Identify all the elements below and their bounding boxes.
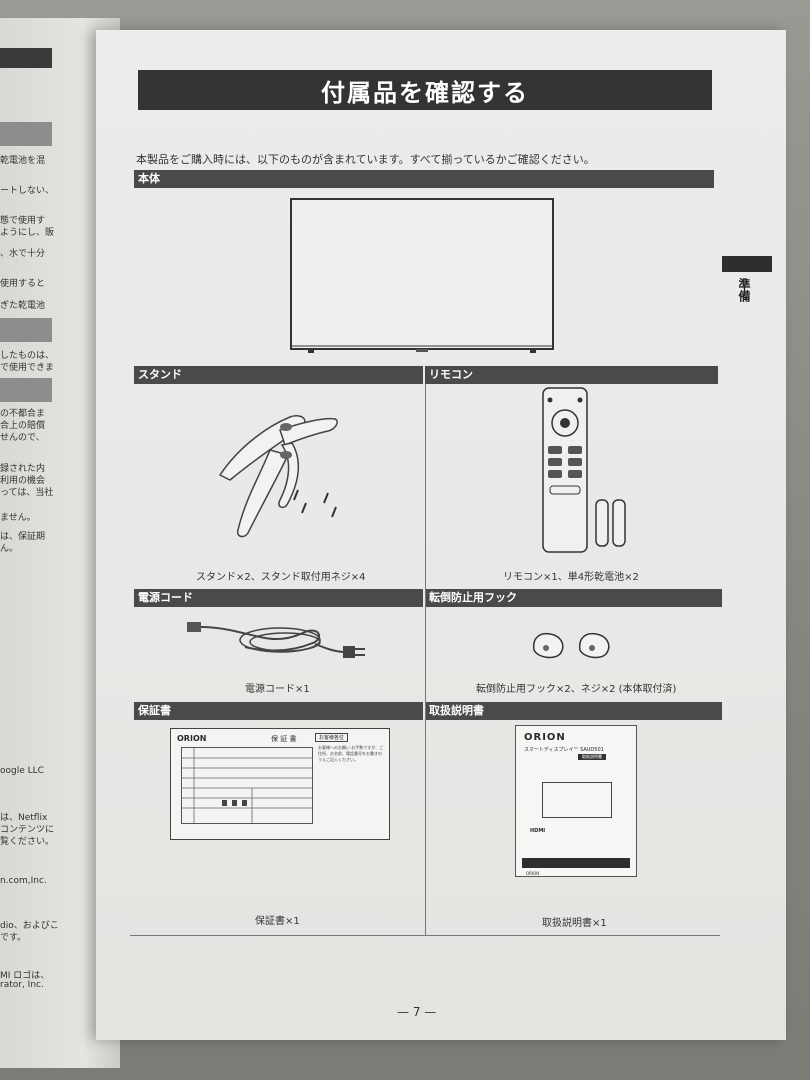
left-page-text: 乾電池を混 [0,156,46,166]
left-page-text: 使用すると [0,279,46,289]
warranty-note: お客様へのお願い お手数ですが、ご住所、お名前、電話番号をお書きのうえご記入くだ… [318,745,384,762]
section-heading-hook: 転倒防止用フック [425,589,722,607]
remote-illustration [542,387,626,553]
left-page-header-bar [0,48,52,68]
manual-brand: ORION [524,732,566,743]
left-page-text: oogle LLC [0,766,44,776]
stand-caption: スタンド×2、スタンド取付用ネジ×4 [196,572,366,583]
manual-cover-illustration: ORION スマートディスプレイ™ SAUD501 取扱説明書 HDMI ORI… [515,725,637,877]
side-tab-label: 準備 [737,278,751,302]
section-heading-stand: スタンド [134,366,423,384]
bottom-divider [130,935,720,936]
left-page-text: ん。 [0,544,19,554]
left-page-text: 利用の機会 [0,476,46,486]
warranty-caption: 保証書×1 [255,916,300,927]
left-page-text: の不都合ま [0,409,46,419]
left-page-text: せんので、 [0,433,45,443]
page-title: 付属品を確認する [138,70,712,110]
left-page-text: です。 [0,933,27,943]
manual-tag: 取扱説明書 [578,754,606,760]
warranty-card-illustration: ORION 保 証 書 お客様各位 お客様へのお願い お手数ですが、ご住所、お名… [170,728,390,840]
manual-notice-band [522,858,630,868]
left-page-text: MI ロゴは、 [0,971,50,981]
tv-illustration [290,198,554,353]
left-page-text: 覧ください。 [0,837,55,847]
left-page-text: 合上の賠償 [0,421,46,431]
left-page-text: dio、およびこ [0,921,59,931]
column-divider [425,384,426,936]
hook-illustration [532,632,610,659]
power-cord-caption: 電源コード×1 [245,684,310,695]
warranty-form-lines [181,747,313,824]
left-page-text: は、保証期 [0,532,46,542]
left-page-text: 、水で十分 [0,249,46,259]
manual-caption: 取扱説明書×1 [542,918,607,929]
manual-footer: ORION [526,871,540,876]
left-page-text: 録された内 [0,464,46,474]
section-heading-manual: 取扱説明書 [425,702,722,720]
section-heading-main-unit: 本体 [134,170,714,188]
left-page-grey-bar [0,122,52,146]
power-cord-illustration [187,622,365,658]
left-page-text: で使用できま [0,363,55,373]
remote-caption: リモコン×1、単4形乾電池×2 [503,572,639,583]
manual-subtitle: スマートディスプレイ™ SAUD501 [524,747,604,753]
left-page-text: ません。 [0,513,36,523]
left-page-grey-bar [0,378,52,402]
warranty-side-label: お客様各位 [315,733,349,742]
left-page-text: コンテンツに [0,825,55,835]
section-heading-remote: リモコン [425,366,718,384]
page-number: — 7 — [397,1005,437,1019]
warranty-brand: ORION [177,734,207,743]
left-page-text: rator, Inc. [0,980,44,990]
stand-illustration [218,415,338,538]
hook-caption: 転倒防止用フック×2、ネジ×2 (本体取付済) [476,684,677,695]
left-page-text: n.com,Inc. [0,876,47,886]
left-page-text: ようにし、販 [0,228,55,238]
left-page-grey-bar [0,318,52,342]
left-page-text: ートしない、 [0,186,55,196]
left-page-text: っては、当社 [0,488,54,498]
left-page-text: したものは、 [0,351,55,361]
section-heading-power-cord: 電源コード [134,589,423,607]
warranty-title: 保 証 書 [271,735,297,743]
side-tab-marker [722,256,772,272]
left-page-text: は、Netflix [0,813,48,823]
left-page-text: ぎた乾電池 [0,301,46,311]
manual-hdmi-logo: HDMI [530,828,546,834]
section-heading-warranty: 保証書 [134,702,423,720]
left-page-text: 態で使用す [0,216,46,226]
manual-tv-drawing [542,782,612,818]
intro-text: 本製品をご購入時には、以下のものが含まれています。すべて揃っているかご確認くださ… [136,153,595,166]
